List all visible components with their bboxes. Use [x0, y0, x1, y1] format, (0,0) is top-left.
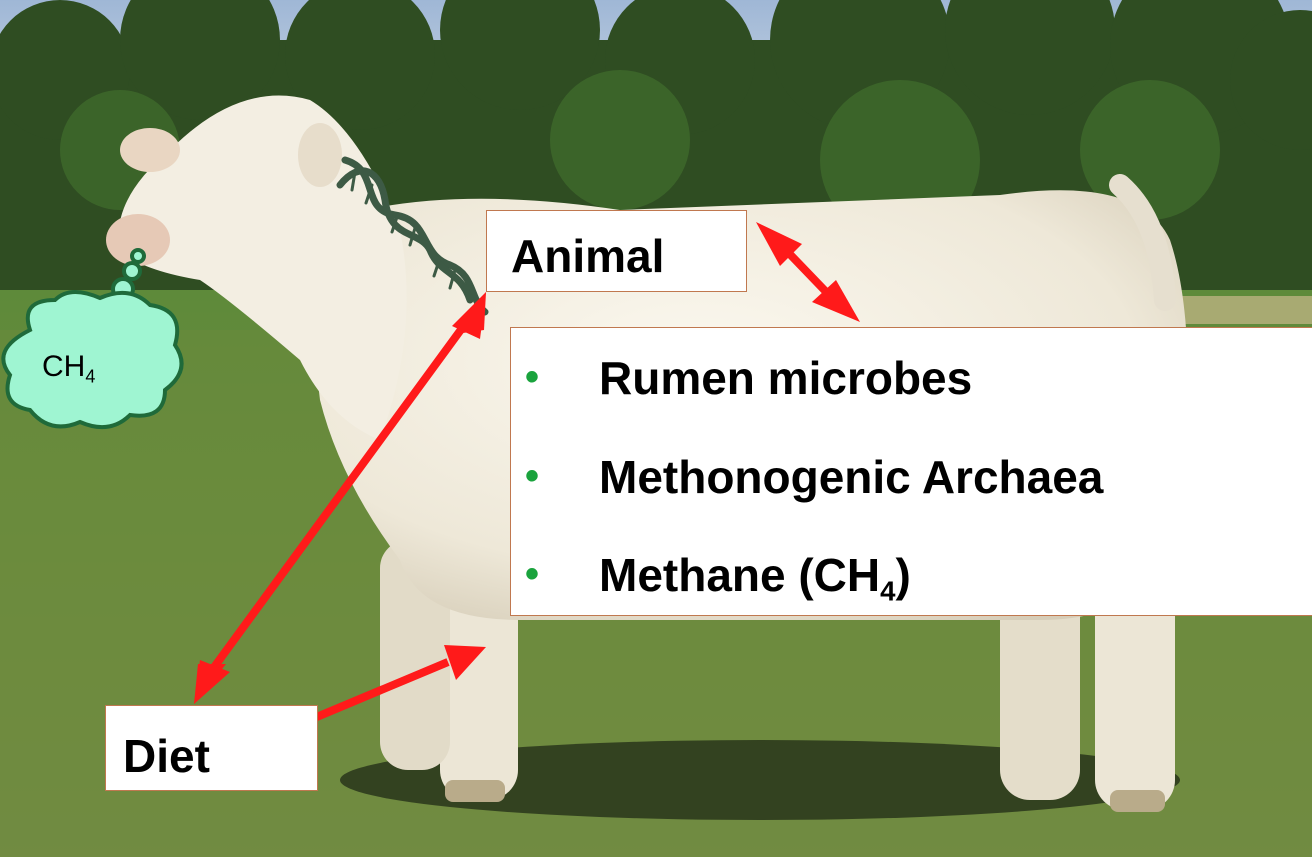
animal-label-box: Animal	[486, 210, 747, 292]
list-item-text: Rumen microbes	[599, 351, 972, 405]
list-item-text: Methonogenic Archaea	[599, 450, 1103, 504]
bullet-icon: •	[525, 552, 539, 597]
bullet-icon: •	[525, 454, 539, 499]
diet-label-box: Diet	[105, 705, 318, 791]
cloud-ch4-label: CH4	[42, 350, 95, 384]
diet-label: Diet	[123, 730, 210, 782]
factor-list-box: • Rumen microbes • Methonogenic Archaea …	[510, 327, 1312, 616]
list-item-text: Methane (CH4)	[599, 548, 911, 602]
bullet-icon: •	[525, 355, 539, 400]
animal-label: Animal	[511, 230, 664, 282]
